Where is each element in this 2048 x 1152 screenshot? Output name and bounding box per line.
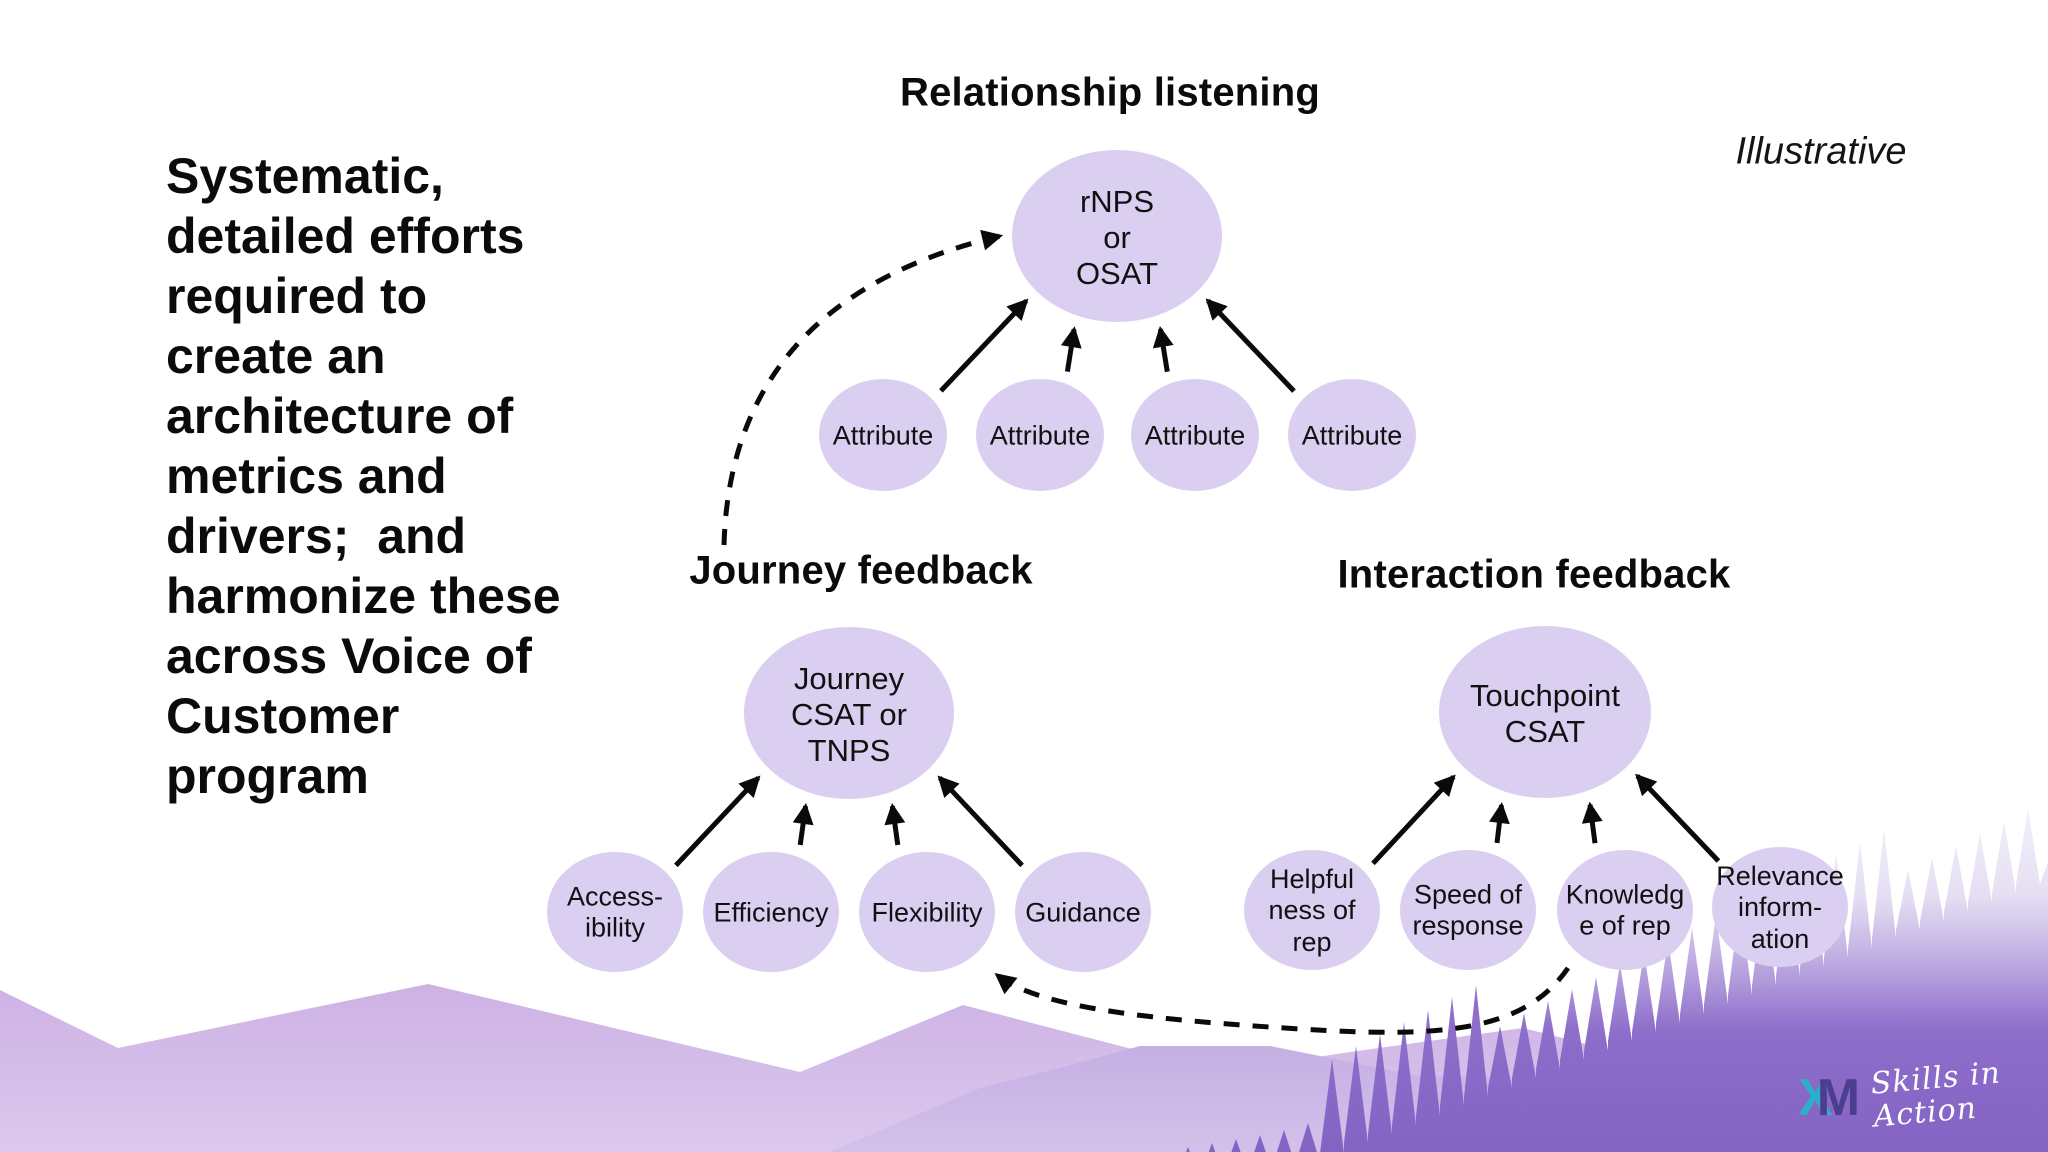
logo-script-text: Skills in Action xyxy=(1869,1055,2003,1135)
node-rnps-or-osat xyxy=(1012,150,1222,322)
node-interaction-knowledg-e-of-rep-3 xyxy=(1557,850,1693,970)
arrow-relationship-4 xyxy=(1205,298,1296,393)
node-journey-csat-or-tnps xyxy=(744,627,954,799)
node-relationship-attribute-4 xyxy=(1288,379,1416,491)
arrow-relationship-2 xyxy=(1060,326,1082,372)
arrow-interaction-1 xyxy=(1371,774,1456,866)
node-relationship-attribute-3 xyxy=(1131,379,1259,491)
arrow-interaction-2 xyxy=(1488,802,1510,844)
node-journey-efficiency-2 xyxy=(703,852,839,972)
arrow-interaction-3 xyxy=(1581,801,1603,844)
dashed-arrow-journey-to-relationship xyxy=(721,229,1004,546)
arrow-interaction-4 xyxy=(1635,773,1721,863)
arrow-journey-4 xyxy=(937,775,1024,868)
logo-letter-m: M xyxy=(1816,1069,1860,1127)
node-journey-flexibility-3 xyxy=(859,852,995,972)
diagram-nodes xyxy=(547,150,1848,972)
node-journey-access-ibility-1 xyxy=(547,852,683,972)
dashed-arrow-knowledge-to-guidance xyxy=(994,966,1571,1035)
node-interaction-helpful-ness-of-rep-1 xyxy=(1244,850,1380,970)
mountain-mid xyxy=(830,1046,2048,1152)
xm-skills-in-action-logo: X M Skills in Action xyxy=(1798,1055,2002,1134)
arrow-journey-1 xyxy=(674,775,761,868)
dashed-connectors xyxy=(721,229,1571,1035)
node-relationship-attribute-2 xyxy=(976,379,1104,491)
logo-letter-x: X xyxy=(1798,1069,1833,1127)
arrow-relationship-1 xyxy=(939,298,1029,393)
node-interaction-speed-of-response-2 xyxy=(1400,850,1536,970)
arrow-relationship-3 xyxy=(1152,325,1174,373)
node-interaction-relevance-inform-ation-4 xyxy=(1712,847,1848,967)
node-touchpoint-csat xyxy=(1439,626,1651,798)
arrow-journey-2 xyxy=(792,802,814,846)
xm-logo: X M xyxy=(1798,1069,1860,1127)
node-journey-guidance-4 xyxy=(1015,852,1151,972)
arrow-journey-3 xyxy=(884,802,906,846)
driver-arrows xyxy=(674,298,1721,868)
node-relationship-attribute-1 xyxy=(819,379,947,491)
forest-silhouette xyxy=(1128,809,2048,1152)
